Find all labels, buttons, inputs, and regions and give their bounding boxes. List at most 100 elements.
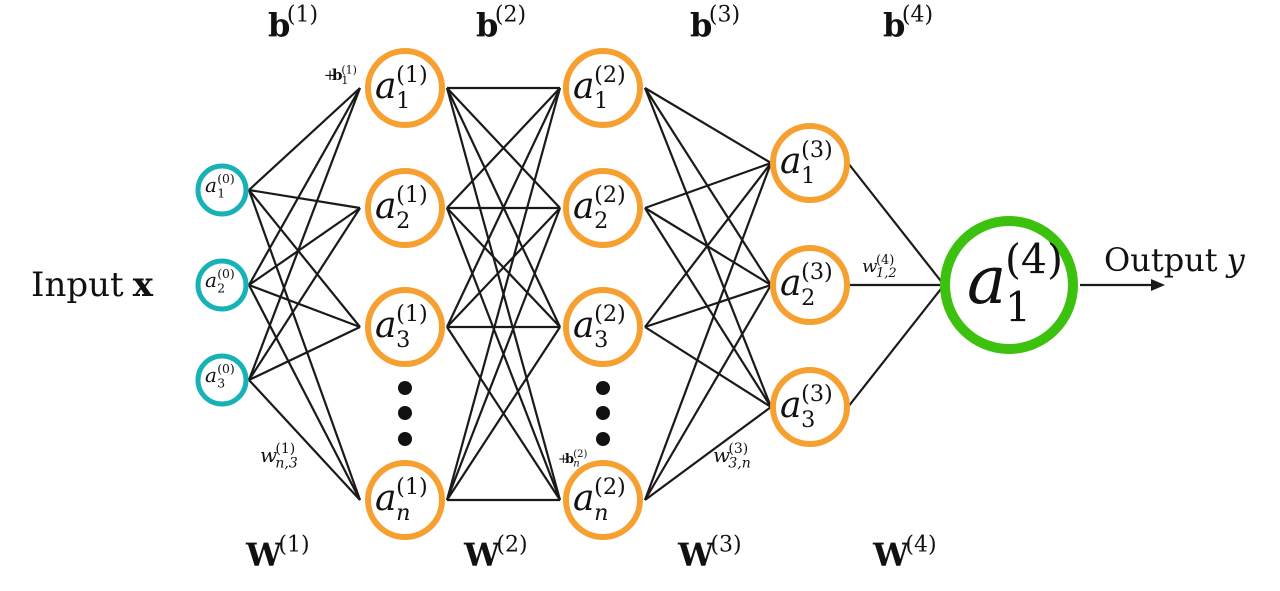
bias-term-2-base: b — [565, 452, 574, 467]
node-label-hidden2-2: a(2)2 — [573, 182, 626, 234]
weight-label-4: W(4) — [872, 533, 937, 574]
node-hidden1-2: a(1)2 — [365, 168, 445, 248]
ellipsis-dot — [596, 432, 610, 446]
node-hidden2-3: a(2)3 — [563, 287, 643, 367]
node-label-input-3-base: a — [205, 363, 217, 387]
node-label-hidden2-1-sup: (2) — [594, 62, 626, 88]
edge-hidden2-hidden3 — [643, 162, 773, 501]
bias-label-4-sup: (4) — [902, 3, 933, 28]
weight-label-3: W(3) — [677, 533, 742, 574]
node-label-hidden3-2: a(3)2 — [780, 259, 833, 311]
weight-annotation-3n: w(3)3,n — [713, 441, 751, 472]
ellipsis-dot — [398, 406, 412, 420]
node-label-output-1: a(4)1 — [967, 235, 1063, 331]
edge-hidden2-hidden3 — [644, 284, 772, 501]
bias-term-1-prefix: + — [324, 66, 337, 84]
node-hidden2-circle — [563, 168, 643, 248]
node-label-output-1-sup: (4) — [1005, 235, 1063, 283]
weight-annotation-3n-base: w — [713, 443, 730, 467]
node-label-hidden3-2-sup: (3) — [801, 259, 833, 285]
bias-label-1: b(1) — [268, 3, 318, 44]
bias-term-1-sup: (1) — [341, 63, 357, 76]
weight-annotation-n3-base: w — [260, 443, 277, 467]
node-hidden1-circle — [365, 287, 445, 367]
weight-label-1: W(1) — [245, 533, 310, 574]
edge-hidden2-hidden3 — [644, 406, 772, 501]
bias-label-2-base: b — [476, 6, 498, 44]
node-label-hidden3-2-sub: 2 — [801, 285, 815, 311]
edge-hidden1-hidden2 — [446, 326, 561, 501]
node-label-hidden1-1-base: a — [375, 66, 396, 107]
node-hidden1-3: a(1)3 — [365, 287, 445, 367]
edge-hidden2-hidden3 — [644, 207, 772, 408]
weight-label-2-base: W — [463, 536, 501, 574]
bias-term-2: +b(2)n — [558, 449, 588, 469]
node-label-hidden1-2-sub: 2 — [396, 208, 410, 234]
node-label-hidden2-2-sub: 2 — [594, 208, 608, 234]
node-label-input-3-sup: (0) — [217, 361, 235, 376]
edge-input-hidden1 — [248, 189, 361, 328]
node-label-hidden2-4-base: a — [573, 478, 594, 519]
node-input-1: a(0)1 — [195, 163, 249, 217]
node-label-hidden1-1-sup: (1) — [396, 62, 428, 88]
weight-annotation-12-sup: (4) — [876, 253, 894, 268]
node-label-hidden3-3-sup: (3) — [801, 381, 833, 407]
ellipsis-dots — [398, 381, 610, 446]
node-label-hidden2-3-base: a — [573, 305, 594, 346]
weight-label-2-sup: (2) — [496, 533, 527, 558]
weight-label-4-sup: (4) — [905, 533, 936, 558]
node-hidden3-circle — [770, 367, 850, 447]
node-label-hidden2-1: a(2)1 — [573, 62, 626, 114]
node-hidden2-2: a(2)2 — [563, 168, 643, 248]
node-hidden2-circle — [563, 48, 643, 128]
node-hidden3-circle — [770, 245, 850, 325]
node-label-input-2-sup: (0) — [217, 266, 235, 281]
edge-input-hidden1 — [248, 207, 361, 286]
node-label-input-3: a(0)3 — [205, 361, 235, 391]
node-label-hidden1-1-sub: 1 — [396, 88, 410, 114]
node-label-hidden1-2-base: a — [375, 186, 396, 227]
ellipsis-dot — [596, 381, 610, 395]
node-label-hidden1-3-sub: 3 — [396, 327, 410, 353]
bias-label-4: b(4) — [883, 3, 933, 44]
node-hidden3-3: a(3)3 — [770, 367, 850, 447]
weight-label-3-sup: (3) — [710, 533, 741, 558]
ellipsis-dot — [596, 406, 610, 420]
node-hidden1-1: a(1)1 — [365, 48, 445, 128]
node-label-hidden1-4-base: a — [375, 478, 396, 519]
bias-term-1-base: b — [332, 66, 343, 84]
node-hidden1-circle — [365, 48, 445, 128]
weight-labels: W(1)W(2)W(3)W(4) — [245, 533, 937, 574]
edge-input-hidden1 — [248, 379, 361, 501]
edge-input-hidden1 — [248, 87, 361, 286]
weight-label-4-base: W — [872, 536, 910, 574]
node-label-hidden3-3-base: a — [780, 385, 801, 426]
node-label-hidden3-1-base: a — [780, 141, 801, 182]
weight-annotation-n3: w(1)n,3 — [260, 441, 298, 472]
node-input-circle — [195, 258, 249, 312]
node-label-hidden2-3-sub: 3 — [594, 327, 608, 353]
bias-label-3-sup: (3) — [709, 3, 740, 28]
output-arrow-head — [1151, 279, 1165, 291]
node-hidden3-1: a(3)1 — [770, 123, 850, 203]
node-input-circle — [195, 353, 249, 407]
edge-hidden2-hidden3 — [644, 326, 772, 408]
edge-hidden1-hidden2 — [446, 87, 561, 209]
node-label-input-2-base: a — [205, 268, 217, 292]
node-label-hidden2-4-sup: (2) — [594, 474, 626, 500]
connection-edges — [247, 86, 945, 502]
node-label-input-1-sub: 1 — [217, 186, 225, 201]
node-label-input-1: a(0)1 — [205, 171, 235, 201]
edge-input-hidden1 — [247, 87, 362, 381]
weight-label-2: W(2) — [463, 533, 528, 574]
edge-hidden3-output — [847, 162, 945, 286]
node-hidden2-1: a(2)1 — [563, 48, 643, 128]
edge-input-hidden1 — [248, 283, 361, 329]
bias-term-2-sub: n — [573, 459, 579, 470]
node-label-hidden3-3: a(3)3 — [780, 381, 833, 433]
node-label-input-3-sub: 3 — [217, 376, 225, 391]
node-label-hidden2-1-base: a — [573, 66, 594, 107]
